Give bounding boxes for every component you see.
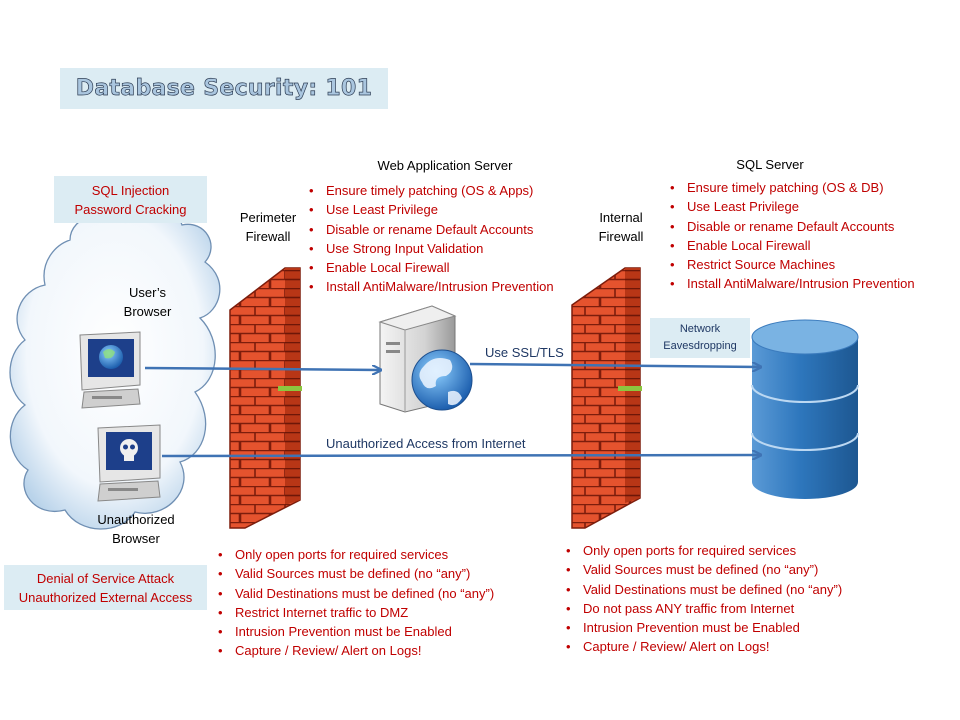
perimeter-firewall-label: Perimeter Firewall [239,210,297,244]
internal-firewall-rules-list: Only open ports for required services Va… [565,541,842,657]
threat-eavesdropping: Eavesdropping [663,340,737,352]
list-item: Only open ports for required services [565,541,842,561]
list-item: Do not pass ANY traffic from Internet [565,599,842,619]
list-item: Intrusion Prevention must be Enabled [217,622,494,642]
list-item: Valid Sources must be defined (no “any”) [217,564,494,584]
perimeter-firewall-rules-list: Only open ports for required services Va… [217,545,494,661]
internal-firewall-icon [571,267,642,529]
threat-password-cracking: Password Cracking [74,201,187,217]
threat-unauthorized-external: Unauthorized External Access [18,589,193,605]
list-item: Capture / Review/ Alert on Logs! [217,641,494,661]
network-threat-box: Network Eavesdropping [650,318,750,358]
list-item: Install AntiMalware/Intrusion Prevention [308,277,554,297]
list-item: Valid Destinations must be defined (no “… [565,580,842,600]
list-item: Install AntiMalware/Intrusion Prevention [669,274,915,294]
unauthorized-access-label: Unauthorized Access from Internet [326,436,526,451]
client-threats-box: SQL Injection Password Cracking [54,176,207,223]
sql-server-controls-list: Ensure timely patching (OS & DB) Use Lea… [669,178,915,294]
threat-network: Network [679,323,721,335]
list-item: Enable Local Firewall [308,258,554,278]
list-item: Disable or rename Default Accounts [669,217,915,237]
list-item: Valid Destinations must be defined (no “… [217,584,494,604]
list-item: Use Least Privilege [308,200,554,220]
list-item: Valid Sources must be defined (no “any”) [565,560,842,580]
list-item: Capture / Review/ Alert on Logs! [565,637,842,657]
list-item: Enable Local Firewall [669,236,915,256]
list-item: Use Strong Input Validation [308,239,554,259]
database-icon [751,319,859,499]
user-to-webserver-arrow [144,368,380,370]
ssl-tls-label: Use SSL/TLS [485,345,564,360]
title-box: Database Security: 101 [60,68,388,109]
list-item: Ensure timely patching (OS & DB) [669,178,915,198]
unauthorized-browser-label: Unauthorized Browser [97,512,175,546]
list-item: Restrict Internet traffic to DMZ [217,603,494,623]
users-browser-label: User’s Browser [123,285,172,319]
attacker-workstation-icon [97,424,161,502]
list-item: Intrusion Prevention must be Enabled [565,618,842,638]
list-item: Restrict Source Machines [669,255,915,275]
skull-icon [120,439,138,461]
threat-sql-injection: SQL Injection [91,182,170,198]
sql-server-label: SQL Server [736,157,804,172]
page-title: Database Security: 101 [75,76,373,102]
perimeter-firewall-icon [229,267,302,529]
threat-dos: Denial of Service Attack [36,570,175,586]
list-item: Ensure timely patching (OS & Apps) [308,181,554,201]
list-item: Use Least Privilege [669,197,915,217]
list-item: Only open ports for required services [217,545,494,565]
server-icon [378,305,473,413]
list-item: Disable or rename Default Accounts [308,220,554,240]
web-server-controls-list: Ensure timely patching (OS & Apps) Use L… [308,181,554,297]
unauthorized-access-arrow [161,455,760,456]
workstation-icon [79,331,141,409]
external-threats-box: Denial of Service Attack Unauthorized Ex… [4,565,207,610]
ssl-connection-arrow [469,364,760,367]
web-app-server-label: Web Application Server [377,158,513,173]
internal-firewall-label: Internal Firewall [598,210,644,244]
